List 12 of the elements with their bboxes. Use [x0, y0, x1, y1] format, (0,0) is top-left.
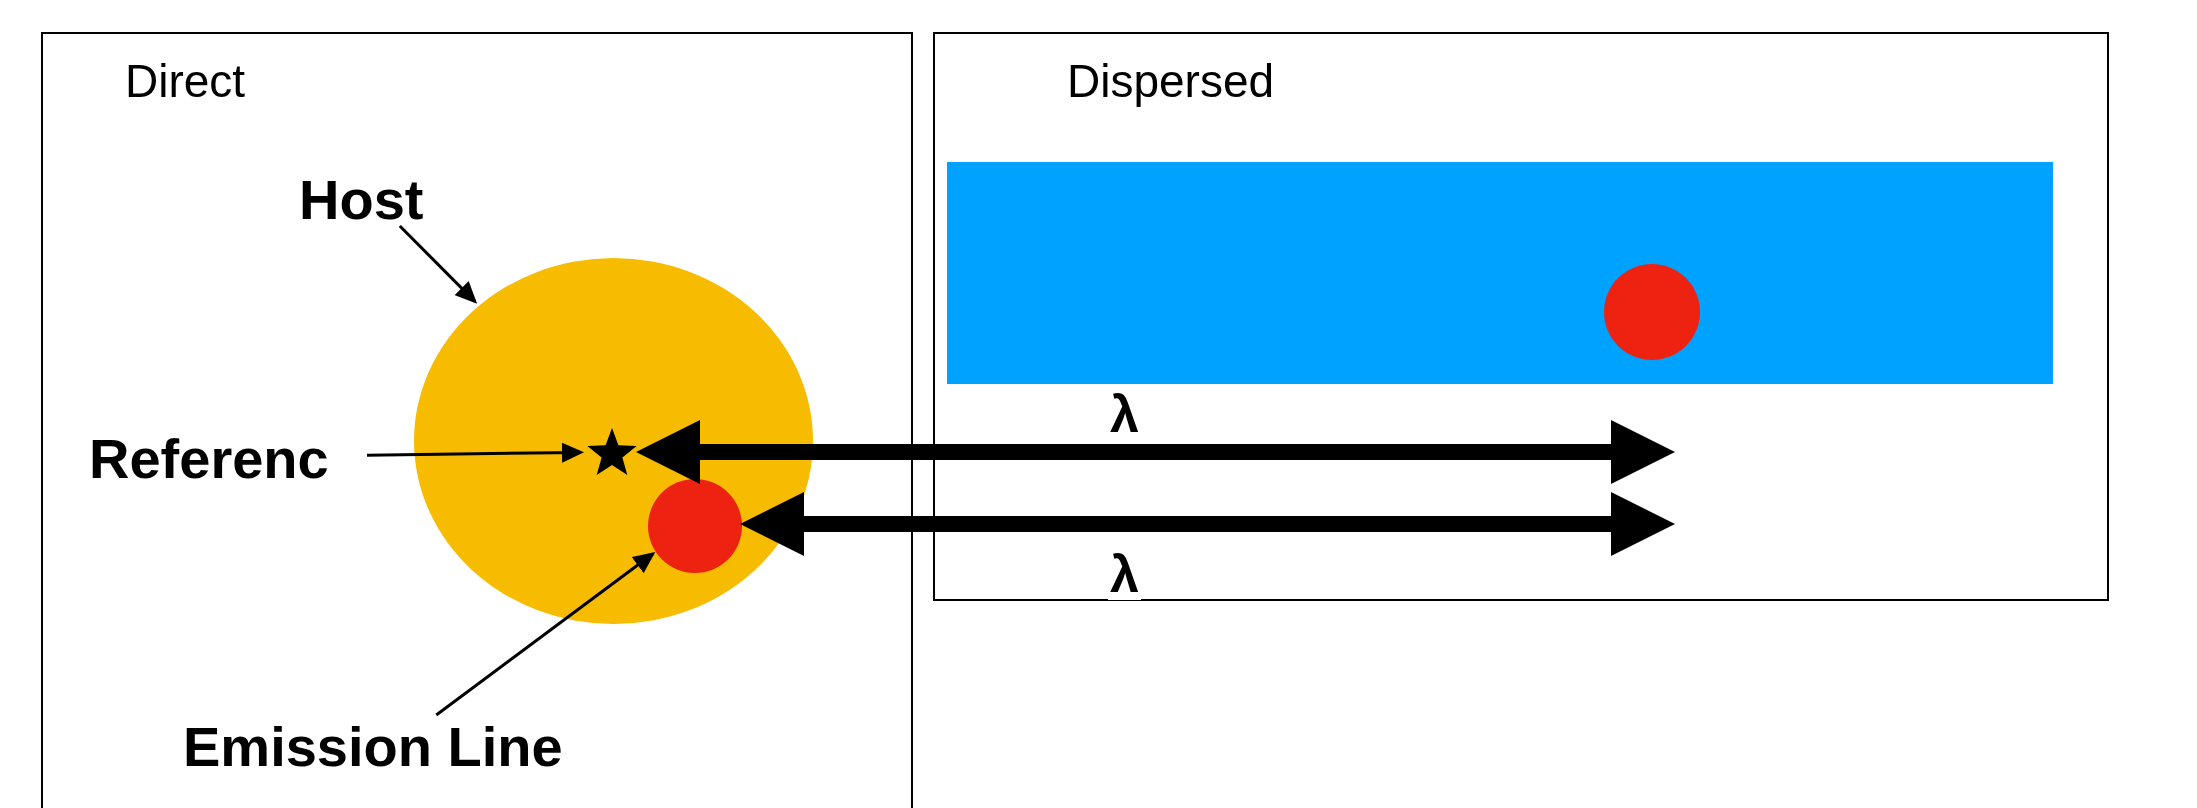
spectrum-bar	[947, 162, 2053, 384]
double-arrow	[636, 420, 1675, 484]
callout-label: Host	[299, 172, 449, 228]
callout-label: Referenc	[89, 430, 369, 488]
panel-frame	[41, 32, 913, 808]
leader-arrow	[366, 442, 584, 463]
leader-arrow	[398, 224, 478, 304]
double-arrow	[740, 492, 1675, 556]
leader-arrow	[435, 552, 656, 717]
panel-title: Direct	[125, 58, 246, 104]
callout-label: Emission Line	[183, 717, 613, 777]
panel-frame	[933, 32, 2109, 601]
